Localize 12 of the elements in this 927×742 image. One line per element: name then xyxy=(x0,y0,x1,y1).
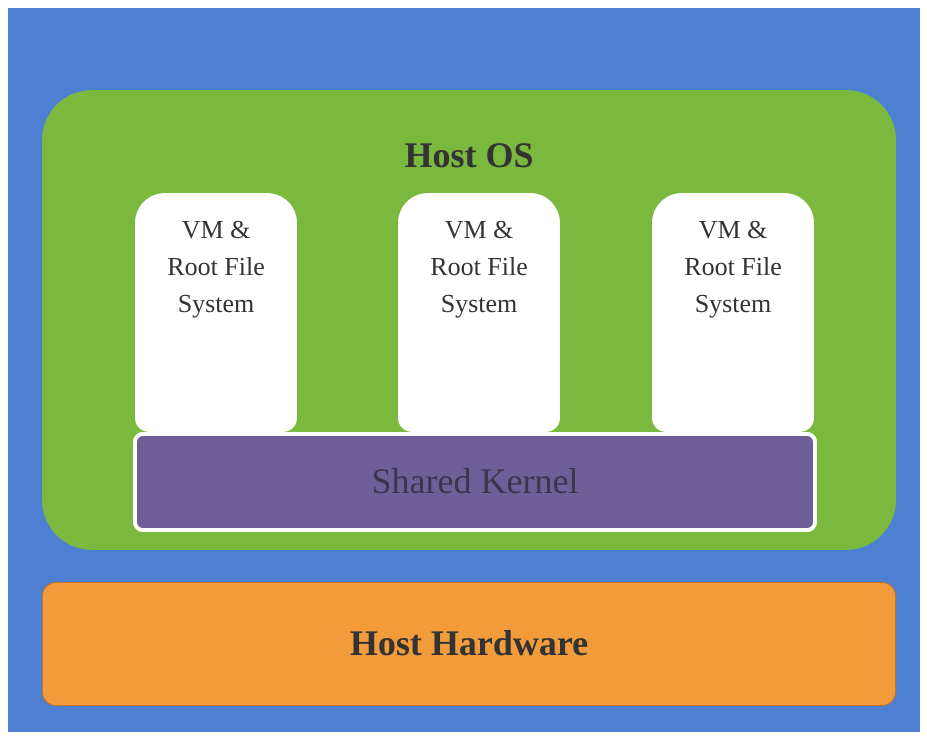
panel-title: Host OS xyxy=(403,134,535,177)
vm-box xyxy=(135,193,297,432)
vm-box xyxy=(652,193,814,432)
node-label: VM & Root File System xyxy=(683,214,783,320)
vm-box xyxy=(398,193,560,432)
shared-kernel-bar xyxy=(133,432,817,532)
node-label: Shared Kernel xyxy=(370,460,580,504)
node-label: VM & Root File System xyxy=(429,214,529,320)
node-label: VM & Root File System xyxy=(166,214,266,320)
host-hardware-bar xyxy=(42,582,896,706)
host-os-panel xyxy=(42,90,896,550)
node-label: Host Hardware xyxy=(348,622,590,666)
